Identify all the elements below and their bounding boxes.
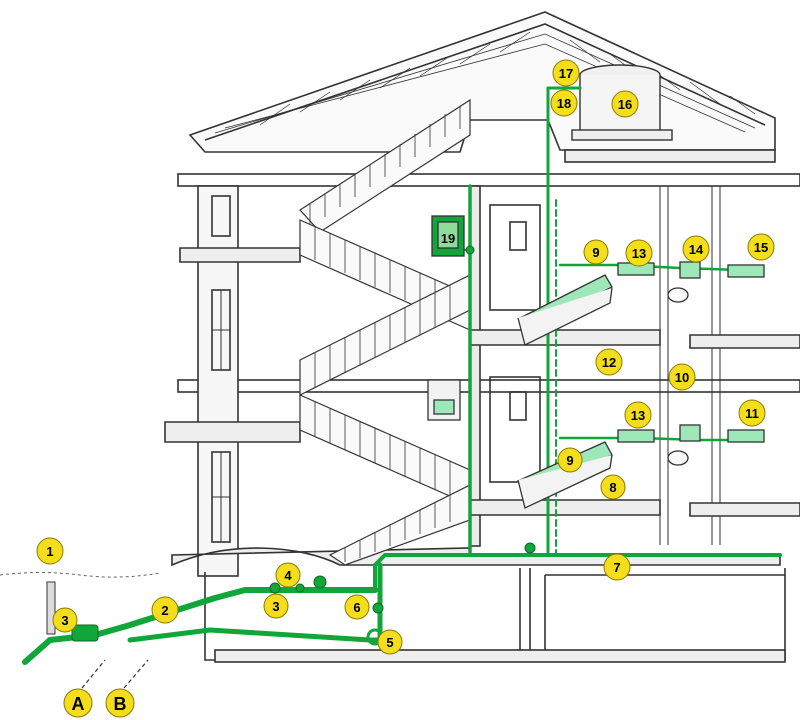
toilet-lower: [667, 450, 689, 466]
label-2: 2: [151, 596, 179, 624]
fittings: [71, 245, 536, 646]
label-17: 17: [552, 59, 580, 87]
svg-text:13: 13: [631, 408, 645, 423]
meter-box-19-inner: [437, 221, 459, 249]
pipe-main-inlet: [22, 587, 378, 665]
bath-floor-right-upper: [689, 334, 800, 349]
ground-valve: [524, 542, 536, 554]
label-12: 12: [595, 348, 623, 376]
building-structure: [164, 11, 800, 663]
label-3b: 3: [263, 593, 289, 619]
svg-text:10: 10: [675, 370, 689, 385]
toilet-upper: [667, 287, 689, 303]
ground-line: [0, 572, 161, 578]
label-8: 8: [600, 474, 626, 500]
svg-text:11: 11: [745, 406, 759, 421]
cistern-14: [679, 261, 701, 279]
svg-text:3: 3: [272, 599, 279, 614]
riser-valve: [465, 245, 475, 255]
svg-text:13: 13: [632, 246, 646, 261]
attic-slab: [564, 149, 776, 163]
svg-text:12: 12: [602, 355, 616, 370]
bath-floor-upper: [469, 329, 661, 346]
svg-text:A: A: [72, 694, 85, 714]
label-A: A: [63, 688, 93, 718]
svg-text:4: 4: [284, 568, 292, 583]
label-9b: 9: [557, 447, 583, 473]
svg-text:9: 9: [592, 245, 599, 260]
floor1-slab: [164, 421, 301, 443]
label-1: 1: [36, 537, 64, 565]
label-11: 11: [738, 399, 766, 427]
label-6: 6: [344, 594, 370, 620]
svg-text:5: 5: [386, 635, 393, 650]
label-14: 14: [682, 235, 710, 263]
right-room-walls: [659, 186, 721, 545]
label-13a: 13: [625, 239, 653, 267]
svg-text:6: 6: [353, 600, 360, 615]
door-upper-panel: [509, 221, 527, 251]
svg-text:14: 14: [689, 242, 704, 257]
sink-13-lower: [617, 429, 655, 443]
svg-text:9: 9: [566, 453, 573, 468]
label-19: 19: [441, 231, 455, 246]
valve-4b: [313, 575, 327, 589]
roof-water-tank: [571, 64, 673, 141]
svg-text:17: 17: [559, 66, 573, 81]
pipe-roof-riser: [546, 86, 582, 557]
svg-text:8: 8: [609, 480, 616, 495]
sink-11: [727, 429, 765, 443]
svg-text:18: 18: [557, 96, 571, 111]
svg-text:16: 16: [618, 97, 632, 112]
sink-15: [727, 264, 765, 278]
water-meter: [71, 624, 99, 642]
label-4: 4: [275, 562, 301, 588]
left-facade: [197, 185, 239, 577]
bath-floor-right-lower: [689, 502, 800, 517]
svg-text:15: 15: [754, 240, 768, 255]
svg-text:1: 1: [46, 544, 53, 559]
label-B: B: [105, 688, 135, 718]
basement-floor: [214, 649, 786, 663]
fixtures: [427, 215, 765, 509]
staircases: [299, 98, 471, 566]
svg-text:19: 19: [441, 231, 455, 246]
labels: 1 2 3 3 4 5 6 7 8 9 9 10 11 12 13 13 14 …: [36, 59, 775, 718]
arrow-B: [123, 659, 149, 689]
label-3a: 3: [52, 607, 78, 633]
label-16: 16: [611, 90, 639, 118]
door-lower-panel: [509, 391, 527, 421]
valve-4: [295, 583, 305, 593]
svg-text:B: B: [114, 694, 127, 714]
svg-text:7: 7: [613, 560, 620, 575]
svg-text:2: 2: [161, 603, 168, 618]
label-18: 18: [550, 89, 578, 117]
label-10: 10: [668, 363, 696, 391]
pipe-riser-ground: [373, 553, 782, 592]
label-5: 5: [377, 629, 403, 655]
arrow-A: [81, 659, 106, 689]
label-7: 7: [603, 553, 631, 581]
roof: [188, 11, 776, 153]
label-9a: 9: [583, 239, 609, 265]
flow-arrows: [81, 659, 149, 689]
svg-text:3: 3: [61, 613, 68, 628]
floor-slab-middle: [177, 379, 800, 393]
pipe-network: [22, 86, 782, 665]
inlet-post: [46, 581, 56, 635]
floor2-slab: [179, 247, 301, 263]
label-13b: 13: [624, 401, 652, 429]
facade-window-top: [211, 195, 231, 237]
valve-6: [372, 602, 384, 614]
pipe-branch-bath-lower: [558, 436, 747, 442]
floor-slab-upper: [177, 173, 800, 187]
valve-3: [269, 582, 281, 594]
bath-floor-lower: [469, 499, 661, 516]
door-lower: [489, 376, 541, 483]
door-upper: [489, 204, 541, 311]
cistern-lower: [679, 424, 701, 442]
label-15: 15: [747, 233, 775, 261]
